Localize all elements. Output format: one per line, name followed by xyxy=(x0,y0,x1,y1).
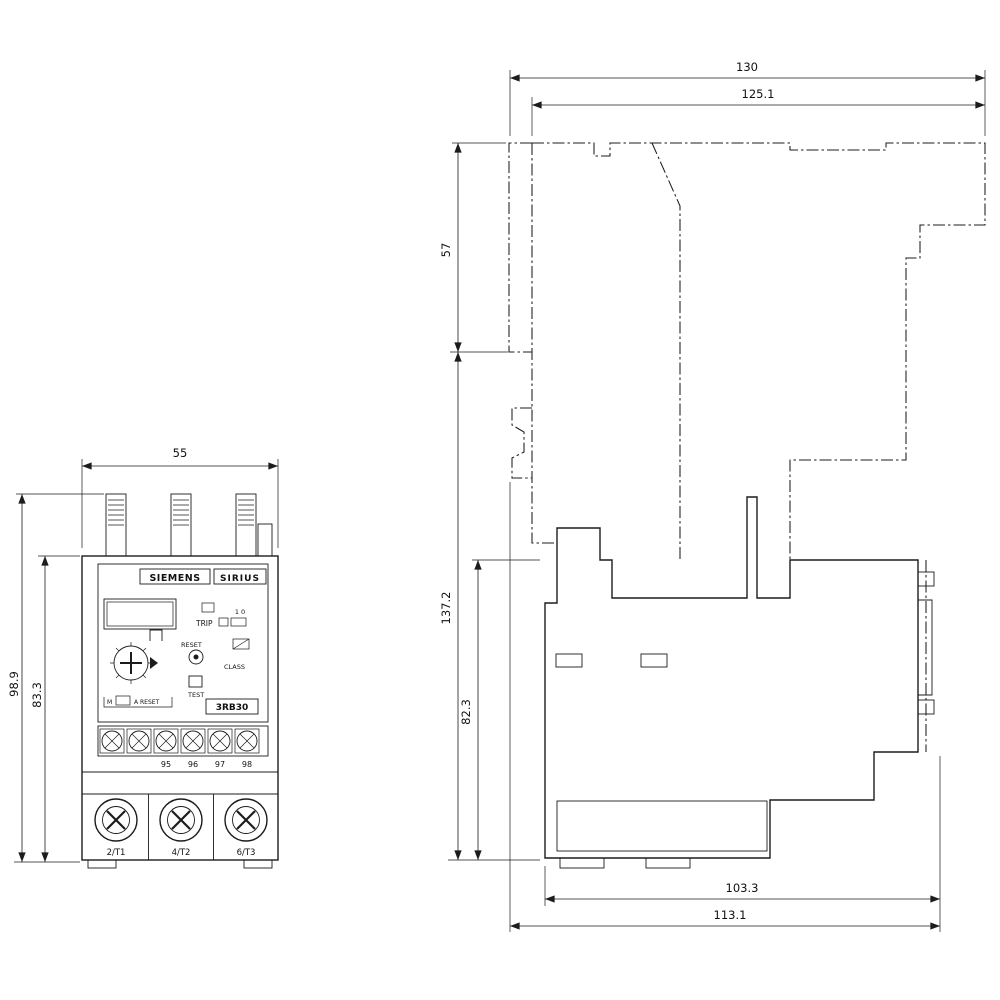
dim-text-side-height-top: 57 xyxy=(439,243,453,258)
main-terminal-screw xyxy=(94,798,268,842)
main-terminal-label: 6/T3 xyxy=(237,848,256,858)
mounting-foot xyxy=(559,857,605,869)
relay-housing-outline xyxy=(81,555,279,861)
dial-bracket xyxy=(149,629,163,641)
dim-text-side-width-overall: 130 xyxy=(736,60,758,74)
model-box xyxy=(205,698,259,715)
side-view: 130 125.1 57 137.2 82.3 103.3 xyxy=(439,60,986,932)
terminal-cover xyxy=(918,599,933,696)
trip-states-label: 1 0 xyxy=(235,608,245,616)
dim-text-side-height-overall: 137.2 xyxy=(439,592,453,625)
selector-bracket xyxy=(103,697,173,708)
dim-text-height-body: 83.3 xyxy=(30,682,44,708)
dim-side-width-body: 125.1 xyxy=(531,87,985,136)
mounting-foot xyxy=(645,857,691,869)
dim-side-depth-overall: 113.1 xyxy=(509,482,940,932)
reset-label: RESET xyxy=(181,641,202,649)
stop-switch xyxy=(230,617,247,627)
main-terminal-label: 4/T2 xyxy=(172,848,191,858)
rotary-dial xyxy=(110,629,163,684)
mounting-foot xyxy=(87,859,117,869)
aux-terminal-label: 95 xyxy=(161,760,171,769)
series-label: SIRIUS xyxy=(220,574,260,584)
display-window xyxy=(103,598,177,630)
dim-text-side-height-relay: 82.3 xyxy=(459,699,473,725)
auto-manual-reset-icon xyxy=(232,638,250,650)
auto-reset-label: A RESET xyxy=(134,699,160,706)
brand-label: SIEMENS xyxy=(149,573,200,584)
reset-button xyxy=(188,649,204,665)
aux-terminal-label: 96 xyxy=(188,760,198,769)
dim-text-side-depth-inner: 103.3 xyxy=(726,881,759,895)
dial-pointer xyxy=(150,657,158,669)
side-tab xyxy=(257,523,273,557)
brand-box xyxy=(139,568,211,585)
aux-terminal-strip: 95 96 97 98 xyxy=(97,725,269,769)
dim-text-side-width-body: 125.1 xyxy=(742,87,775,101)
side-slot xyxy=(555,653,583,668)
class-label: CLASS xyxy=(224,663,245,671)
dim-front-height-body: 83.3 xyxy=(30,555,80,862)
connector-pins xyxy=(105,493,273,557)
main-terminal-section: 2/T1 4/T2 6/T3 xyxy=(82,771,278,869)
model-label: 3RB30 xyxy=(216,703,249,713)
test-label: TEST xyxy=(187,691,204,699)
dim-side-height-relay: 82.3 xyxy=(459,559,540,860)
trip-label: TRIP xyxy=(195,619,213,628)
reset-mode-switch xyxy=(115,695,131,706)
dim-front-height-overall: 98.9 xyxy=(7,493,104,863)
trip-indicator xyxy=(218,617,229,627)
dim-text-width: 55 xyxy=(173,446,188,460)
relay-outline xyxy=(544,496,935,869)
side-slot xyxy=(640,653,668,668)
dim-text-height-overall: 98.9 xyxy=(7,671,21,697)
faceplate xyxy=(97,563,269,723)
terminal-screw xyxy=(99,728,260,754)
din-rail-clip xyxy=(511,407,532,479)
manual-label: M xyxy=(107,699,112,706)
test-button xyxy=(188,675,203,688)
label-recess xyxy=(556,800,768,852)
dim-side-width-overall: 130 xyxy=(509,60,986,136)
front-view: SIEMENS SIRIUS TRIP 1 0 RESET CLASS xyxy=(7,446,279,869)
dim-side-depth-inner: 103.3 xyxy=(544,756,941,932)
mounting-foot xyxy=(243,859,273,869)
display-window-inner xyxy=(106,601,174,627)
main-terminal-label: 2/T1 xyxy=(107,848,126,858)
dim-front-width: 55 xyxy=(81,446,279,548)
series-box xyxy=(213,568,267,585)
aux-terminal-label: 98 xyxy=(242,760,252,769)
dim-side-height-overall: 137.2 xyxy=(439,352,540,861)
indicator-window xyxy=(201,602,215,613)
contactor-outline xyxy=(508,142,986,560)
dim-side-height-top: 57 xyxy=(439,142,508,353)
aux-terminal-label: 97 xyxy=(215,760,225,769)
dim-text-side-depth-overall: 113.1 xyxy=(714,908,747,922)
